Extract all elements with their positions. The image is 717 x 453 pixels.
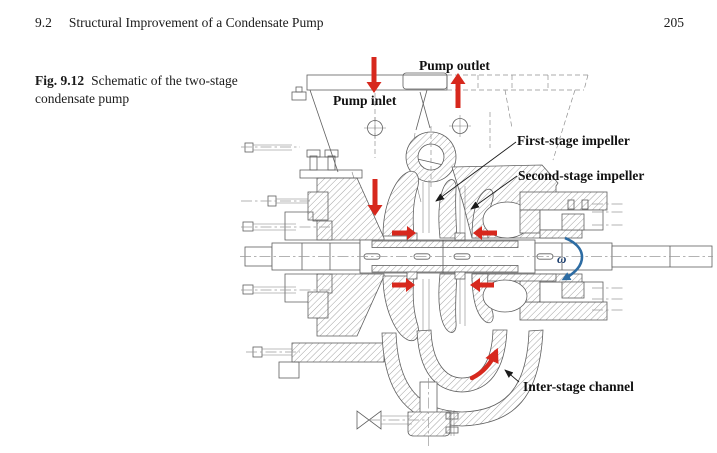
shaft: [240, 232, 713, 280]
inlet-flange: [306, 72, 589, 91]
gland-block: [307, 291, 329, 319]
label-pump-outlet: Pump outlet: [419, 58, 490, 73]
leader-line-inter-stage: [504, 369, 520, 383]
omega-symbol: ω: [557, 251, 566, 266]
gland-block: [307, 191, 329, 221]
bracket: [284, 211, 333, 241]
outlet-funnel: [419, 89, 576, 161]
flow-arrows: [366, 57, 499, 381]
impeller-shroud: [382, 170, 419, 237]
outlet-flow-arrow: [450, 73, 466, 108]
inter-stage-channel: [356, 329, 544, 446]
leader-lines: [435, 141, 520, 383]
drain-boss: [407, 411, 451, 437]
label-pump-inlet: Pump inlet: [333, 93, 397, 108]
inlet-flow-arrow-top: [366, 57, 382, 93]
casing-upper: [316, 126, 559, 241]
page-number: 205: [663, 15, 684, 30]
casing-lower: [278, 273, 557, 379]
label-first-stage-impeller: First-stage impeller: [517, 133, 630, 148]
arrow-into-second-stage-upper: [473, 226, 497, 240]
arrow-into-first-stage-upper: [392, 226, 416, 240]
header-title: Structural Improvement of a Condensate P…: [68, 15, 324, 30]
leader-line-first-stage: [435, 141, 517, 202]
rotation-indicator: ω: [557, 236, 584, 281]
arrow-into-first-stage-lower: [392, 278, 415, 292]
impeller-vane-lines: [422, 180, 466, 332]
base-plate: [291, 342, 385, 363]
volute-passage: [482, 279, 528, 313]
casing-lower-left: [316, 273, 385, 337]
left-fasteners: [241, 86, 363, 358]
rotation-arrow: [561, 236, 584, 281]
inlet-flow-arrow-funnel: [367, 179, 383, 216]
shaft-sleeve: [371, 265, 519, 273]
caption-label: Fig. 9.12: [35, 73, 85, 88]
label-inter-stage-channel: Inter-stage channel: [523, 379, 634, 394]
leader-line-second-stage: [470, 175, 518, 210]
channel-inner-wall: [416, 329, 508, 393]
impeller-shroud: [382, 275, 419, 342]
caption-text: Schematic of the two-stage condensate pu…: [35, 73, 238, 106]
label-second-stage-impeller: Second-stage impeller: [518, 168, 644, 183]
bearing-housing-upper: [519, 191, 624, 239]
shaft-sleeve: [371, 240, 519, 248]
arrow-into-second-stage-lower: [470, 278, 494, 292]
drain-valve-icon: [356, 410, 370, 430]
mounting-foot: [278, 361, 300, 379]
crossover-dome: [405, 131, 457, 183]
page-header: 9.2 Structural Improvement of a Condensa…: [35, 15, 684, 31]
impeller-shroud: [438, 179, 458, 239]
section-number: 9.2: [35, 15, 52, 30]
interstage-flow-arrow: [469, 347, 499, 381]
impeller-shroud: [438, 273, 458, 333]
